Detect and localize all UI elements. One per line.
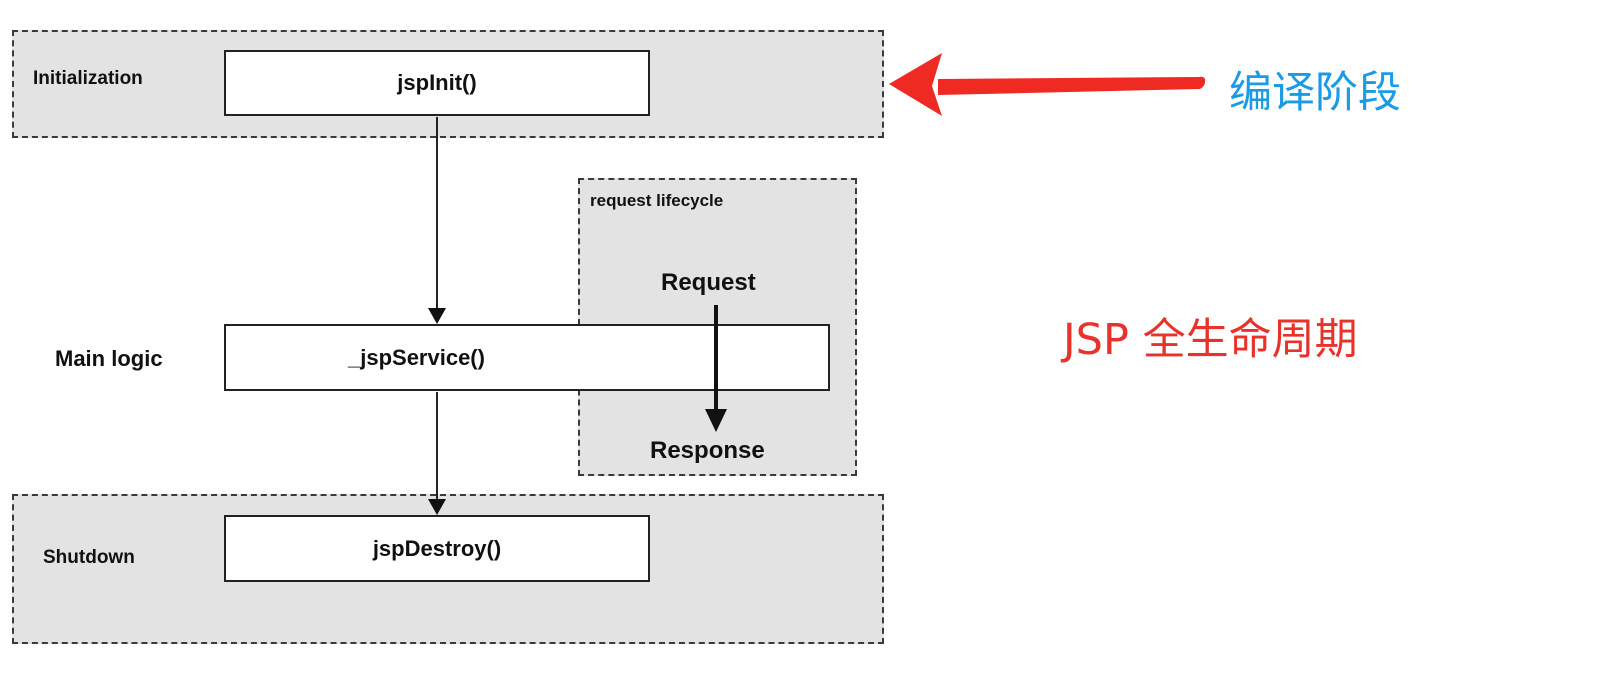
request-label: Request	[661, 269, 756, 296]
jspinit-box: jspInit()	[224, 50, 650, 116]
red-arrow-shaft	[938, 76, 1206, 95]
jspservice-box: _jspService()	[224, 324, 830, 391]
compile-phase-annotation: 编译阶段	[1229, 68, 1401, 118]
request-lifecycle-title: request lifecycle	[590, 191, 724, 210]
request-to-response-arrowhead	[705, 409, 727, 432]
jspdestroy-box: jspDestroy()	[224, 515, 650, 582]
service-to-destroy-arrowhead	[428, 499, 446, 515]
response-label: Response	[650, 437, 765, 464]
red-arrow-head	[889, 53, 942, 116]
initialization-label: Initialization	[33, 68, 143, 89]
shutdown-label: Shutdown	[43, 547, 135, 568]
init-to-service-arrowhead	[428, 308, 446, 324]
main-logic-label: Main logic	[55, 346, 163, 371]
jspservice-label: _jspService()	[348, 344, 485, 370]
full-lifecycle-annotation: JSP 全生命周期	[1063, 315, 1358, 365]
